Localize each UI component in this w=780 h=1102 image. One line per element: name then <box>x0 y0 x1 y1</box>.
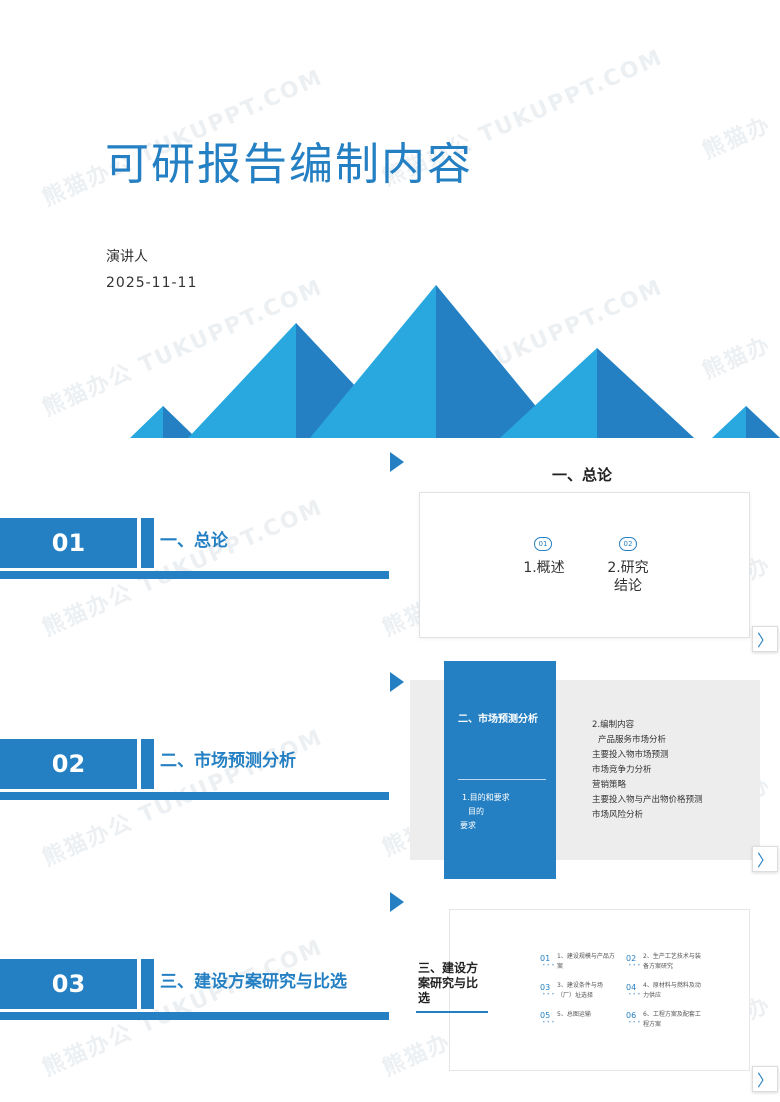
card3-underline <box>416 1011 488 1013</box>
list-item: 主要投入物与产出物价格预测 <box>592 795 703 805</box>
triangle-marker-icon <box>390 452 404 472</box>
section-marker <box>141 518 154 568</box>
dots-icon: ••• <box>542 991 556 998</box>
card3-item-num: 04 <box>626 983 637 992</box>
list-item: 市场风险分析 <box>592 810 644 820</box>
card2-divider <box>458 779 546 780</box>
mountain-illustration <box>130 285 780 438</box>
date-label: 2025-11-11 <box>106 275 198 291</box>
page-title: 可研报告编制内容 <box>105 139 473 190</box>
triangle-marker-icon <box>390 892 404 912</box>
card3-panel <box>449 909 750 1071</box>
card1-item-2: 2.研究 结论 <box>598 559 658 595</box>
card3-item-num: 01 <box>540 954 551 963</box>
dots-icon: ••• <box>542 1019 556 1026</box>
card3-item-text: 4、原材料与燃料及动力供应 <box>643 982 701 999</box>
list-item: 2.编制内容 <box>592 720 635 730</box>
card2-sidebar: 二、市场预测分析 1.目的和要求 目的 要求 <box>444 661 556 879</box>
card1-item-1-label: 1.概述 <box>523 560 565 576</box>
next-arrow-button[interactable]: 〉 <box>752 846 778 872</box>
section-divider <box>0 1012 389 1020</box>
list-item: 主要投入物市场预测 <box>592 750 669 760</box>
card3-title: 三、建设方案研究与比选 <box>418 961 479 1005</box>
watermark: 熊猫办 <box>699 112 776 165</box>
dots-icon: ••• <box>542 962 556 969</box>
section-title-01: 一、总论 <box>160 531 228 551</box>
badge-01: 01 <box>534 537 552 551</box>
card3-item-num: 05 <box>540 1011 551 1020</box>
card3-item-text: 5、总图运输 <box>557 1011 591 1018</box>
card3-item-text: 3、建设条件与场（厂）址选择 <box>557 982 603 999</box>
presenter-label: 演讲人 <box>106 249 148 265</box>
section-divider <box>0 571 389 579</box>
card1-item-2-label: 2.研究 <box>607 560 649 576</box>
card2-sub1: 1.目的和要求 <box>462 793 510 802</box>
card1-item-2-label-2: 结论 <box>614 578 642 594</box>
list-item: 产品服务市场分析 <box>598 735 667 745</box>
section-marker <box>141 959 154 1009</box>
dots-icon: ••• <box>628 1019 642 1026</box>
list-item: 营销策略 <box>592 780 627 790</box>
section-divider <box>0 792 389 800</box>
card1-title: 一、总论 <box>552 466 613 484</box>
card1-item-1: 1.概述 <box>516 559 572 577</box>
next-arrow-button[interactable]: 〉 <box>752 1066 778 1092</box>
triangle-marker-icon <box>390 672 404 692</box>
section-number-01: 01 <box>0 518 137 568</box>
section-title-02: 二、市场预测分析 <box>160 751 296 771</box>
card3-item-text: 1、建设规模与产品方案 <box>557 953 615 970</box>
card3-item-text: 6、工程方案及配套工程方案 <box>643 1011 701 1028</box>
section-marker <box>141 739 154 789</box>
list-item: 市场竞争力分析 <box>592 765 652 775</box>
dots-icon: ••• <box>628 962 642 969</box>
card2-list: 2.编制内容 产品服务市场分析 主要投入物市场预测 市场竞争力分析 营销策略 主… <box>592 718 703 823</box>
card3-item-text: 2、生产工艺技术与装备方案研究 <box>643 953 701 970</box>
card3-item-num: 03 <box>540 983 551 992</box>
dots-icon: ••• <box>628 991 642 998</box>
card3-item-num: 06 <box>626 1011 637 1020</box>
card2-heading: 二、市场预测分析 <box>458 714 538 725</box>
card3-item-num: 02 <box>626 954 637 963</box>
next-arrow-button[interactable]: 〉 <box>752 626 778 652</box>
section-number-02: 02 <box>0 739 137 789</box>
section-title-03: 三、建设方案研究与比选 <box>160 972 347 992</box>
card2-sub3: 要求 <box>460 821 476 830</box>
section-number-03: 03 <box>0 959 137 1009</box>
card1-panel: 01 1.概述 02 2.研究 结论 <box>419 492 750 638</box>
card2-sub2: 目的 <box>468 807 484 816</box>
badge-02: 02 <box>619 537 637 551</box>
